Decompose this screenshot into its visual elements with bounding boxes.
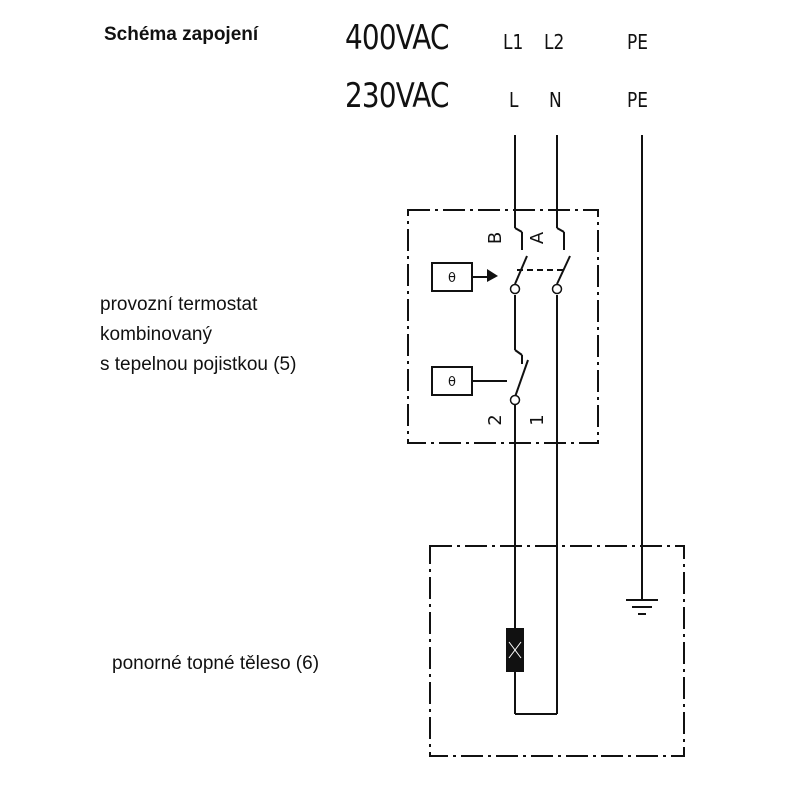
thermostat-label: provozní termostat kombinovaný s tepelno…	[100, 290, 296, 380]
contact-a-label: A	[527, 231, 548, 244]
contact-b-label: B	[485, 232, 506, 244]
voltage-400-label: 400VAC	[345, 18, 449, 58]
diagram-title: Schéma zapojení	[104, 24, 259, 45]
contact-a-dot	[551, 283, 563, 295]
terminal-l1-label: L1	[503, 30, 524, 54]
sensor-1-symbol: θ	[448, 271, 456, 286]
thermostat-label-line-2: kombinovaný	[100, 324, 212, 345]
contact-a-blade	[556, 255, 571, 285]
fuse-contact-terminal	[514, 349, 523, 356]
terminal-pe-label-400: PE	[627, 30, 648, 54]
terminal-pe-label-230: PE	[627, 88, 648, 112]
contact-1-label: 1	[527, 414, 548, 425]
contact-b-terminal	[514, 227, 523, 233]
thermostat-enclosure	[407, 209, 599, 444]
resistor-cross-2	[508, 641, 522, 659]
fuse-contact-blade	[514, 359, 529, 398]
sensor-arrow	[487, 269, 498, 282]
contact-a-terminal	[556, 227, 565, 233]
fuse-contact-dot	[509, 394, 521, 406]
voltage-230-label: 230VAC	[345, 76, 449, 116]
terminal-l-label: L	[509, 88, 519, 112]
contact-2-label: 2	[485, 414, 506, 425]
terminal-n-label: N	[549, 88, 562, 112]
sensor-2-symbol: θ	[448, 375, 456, 390]
heater-label: ponorné topné těleso (6)	[112, 653, 320, 674]
thermostat-label-line-1: provozní termostat	[100, 294, 258, 315]
thermostat-label-line-3: s tepelnou pojistkou (5)	[100, 354, 297, 375]
contact-b-dot	[509, 283, 521, 295]
terminal-l2-label: L2	[544, 30, 565, 54]
